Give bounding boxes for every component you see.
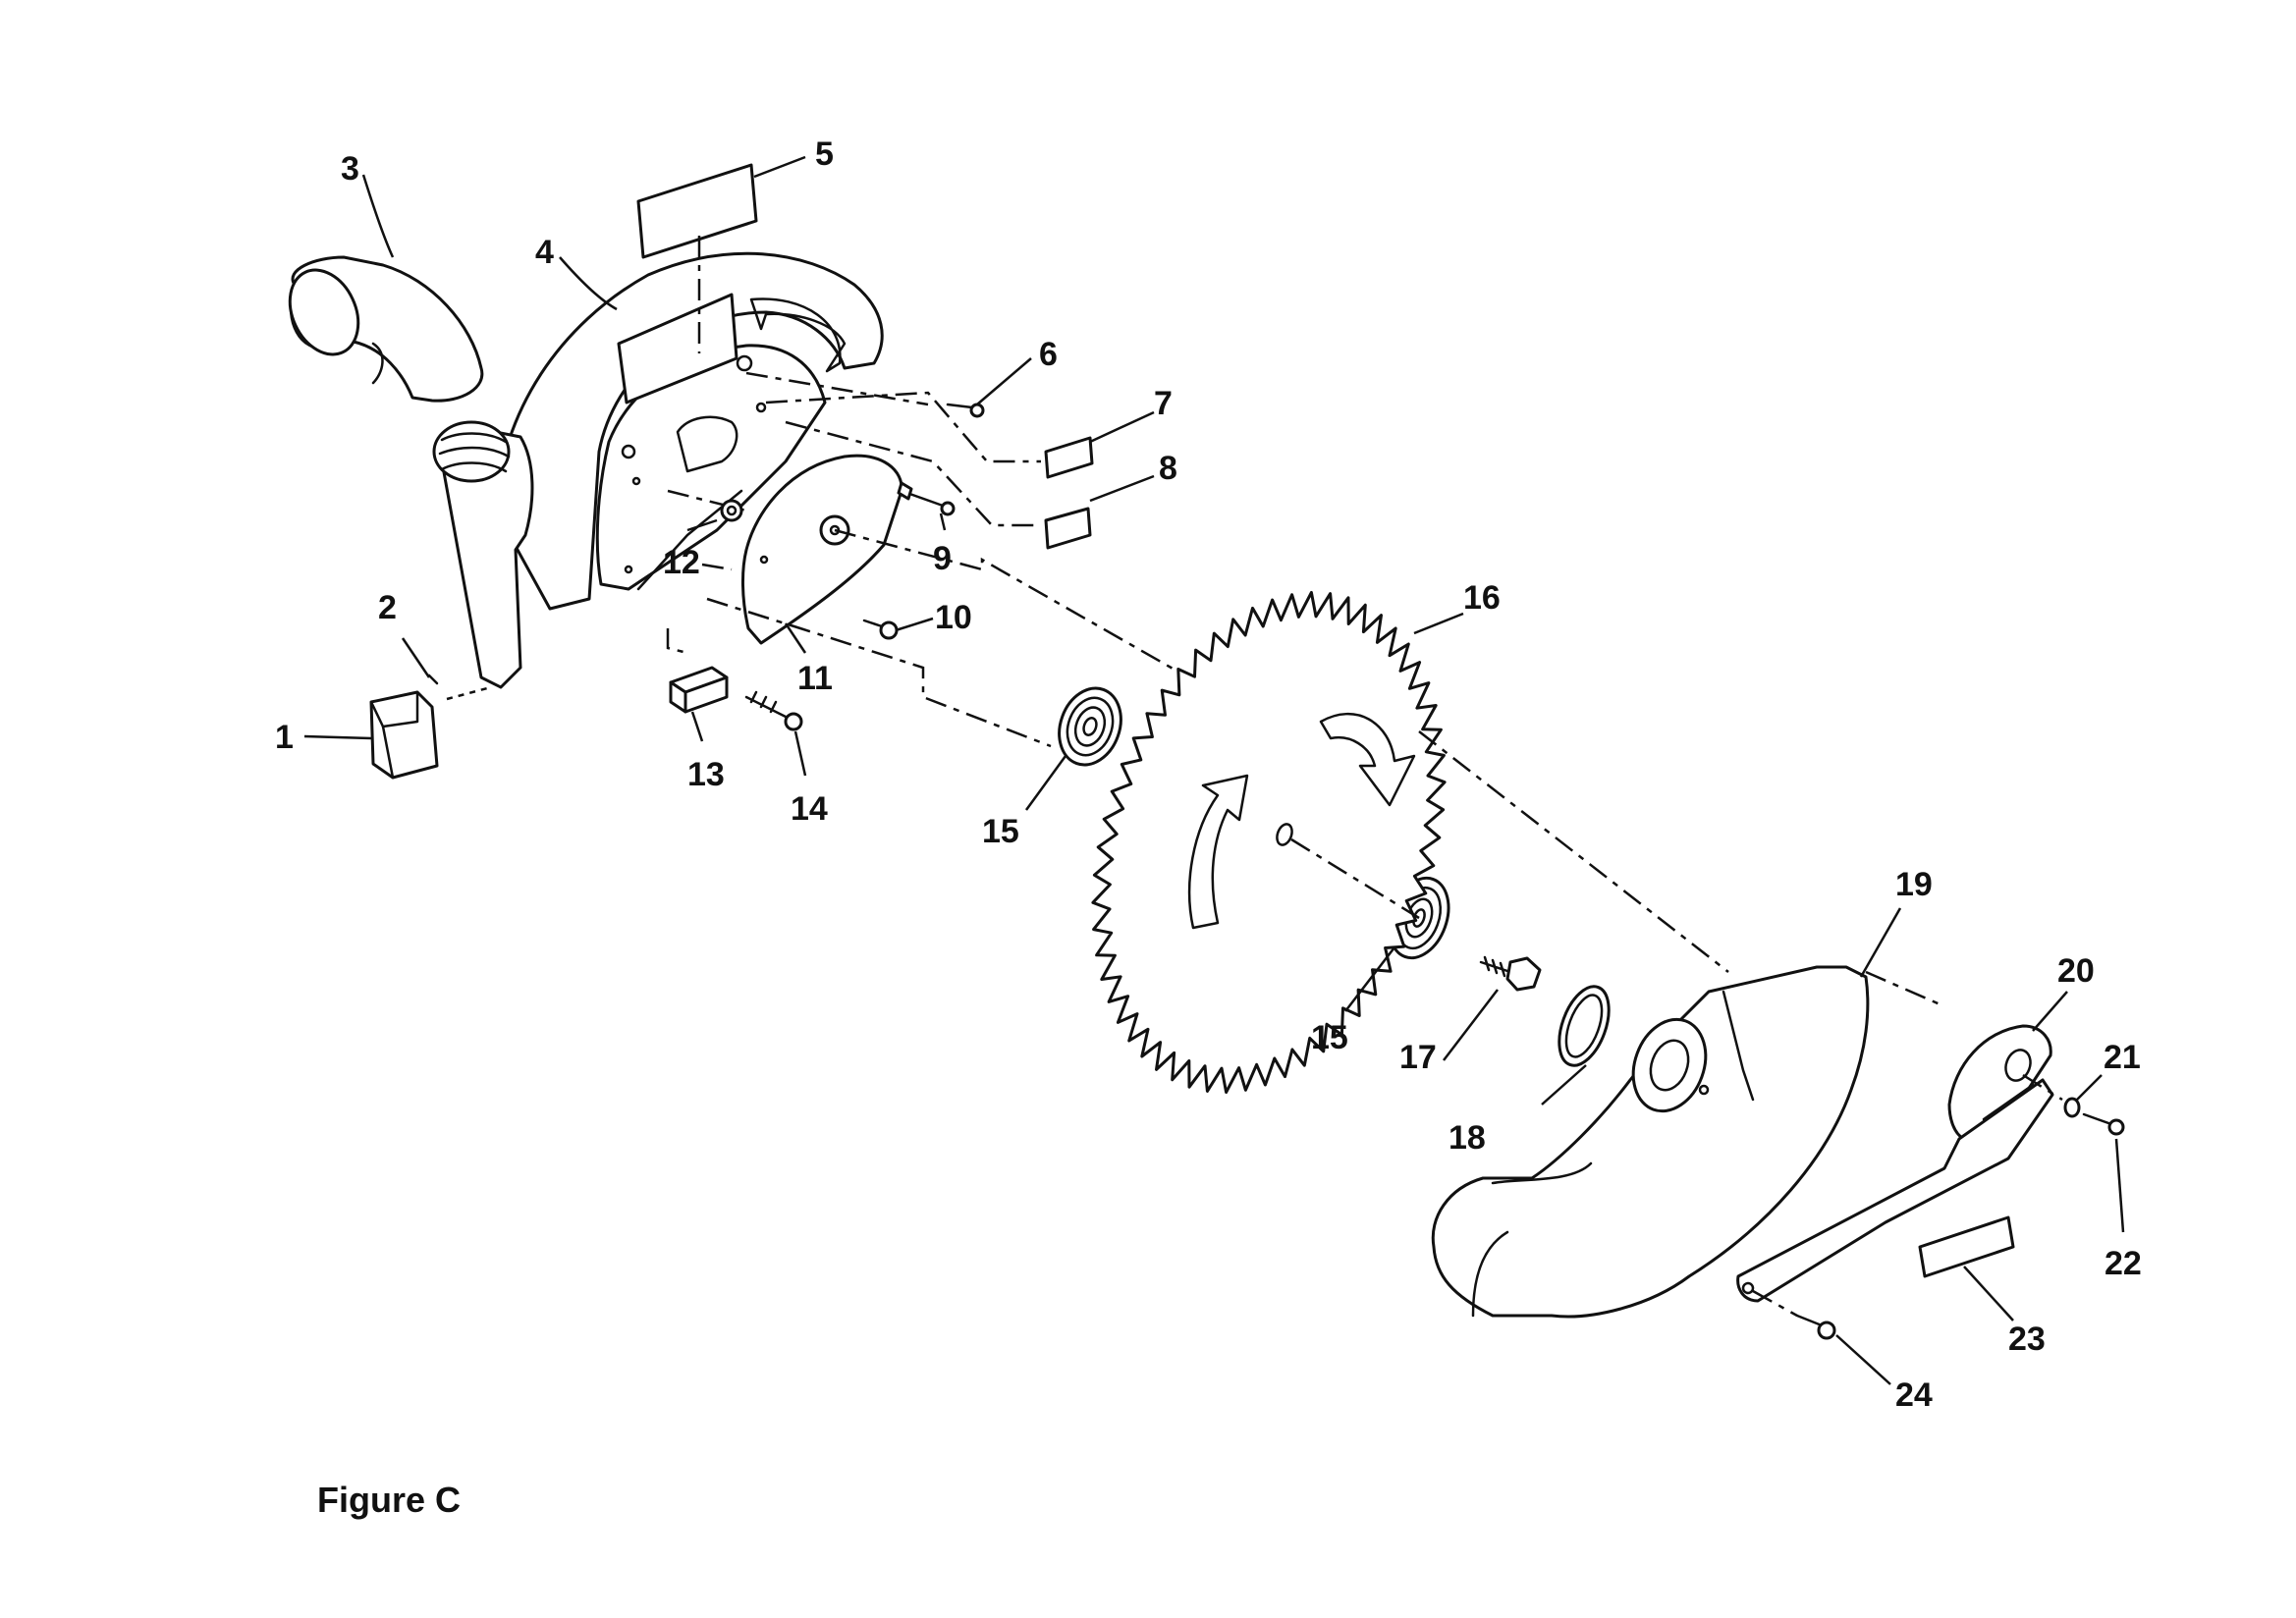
label-icon xyxy=(636,163,758,259)
callout-3: 3 xyxy=(341,150,359,188)
callout-1: 1 xyxy=(275,719,294,756)
callout-8: 8 xyxy=(1159,450,1177,487)
screw-icon xyxy=(744,690,803,731)
callout-7: 7 xyxy=(1154,385,1173,422)
leader-lines xyxy=(303,155,2125,1385)
screw-icon xyxy=(1795,1314,1836,1340)
callout-19: 19 xyxy=(1895,866,1933,903)
callout-12: 12 xyxy=(663,544,700,581)
callout-17: 17 xyxy=(1399,1039,1437,1076)
callout-13: 13 xyxy=(687,756,725,793)
pin-icon xyxy=(427,674,492,701)
screw-icon xyxy=(862,619,899,640)
callout-6: 6 xyxy=(1039,336,1058,373)
callout-9: 9 xyxy=(933,540,952,577)
callout-18: 18 xyxy=(1449,1119,1486,1157)
blade-washer-icon xyxy=(1058,686,1122,767)
callout-22: 22 xyxy=(2105,1245,2142,1282)
blade-bolt-icon xyxy=(1479,955,1542,992)
nut-icon xyxy=(720,499,743,522)
callout-21: 21 xyxy=(2104,1039,2141,1076)
saw-blade-icon xyxy=(1091,591,1447,1094)
label-icon xyxy=(1044,436,1094,479)
screw-icon xyxy=(946,403,985,418)
label-icon xyxy=(1918,1215,2015,1278)
screw-icon xyxy=(2082,1112,2125,1136)
callout-11: 11 xyxy=(797,660,833,697)
lower-blade-guard-icon xyxy=(1431,965,1870,1319)
callout-2: 2 xyxy=(378,589,397,626)
callout-14: 14 xyxy=(791,790,828,828)
callout-20: 20 xyxy=(2057,952,2095,990)
retaining-ring-icon xyxy=(1558,985,1611,1067)
figure-caption: Figure C xyxy=(317,1480,461,1520)
callout-15b: 15 xyxy=(1311,1019,1348,1056)
guard-link-plate-icon xyxy=(1736,1024,2054,1303)
callout-10: 10 xyxy=(935,599,972,636)
screw-icon xyxy=(897,481,956,516)
label-icon xyxy=(1044,507,1092,550)
upper-blade-guard-icon xyxy=(432,251,884,689)
key-block-icon xyxy=(669,666,729,714)
dust-elbow-icon xyxy=(288,255,484,403)
callout-16: 16 xyxy=(1463,579,1501,617)
callout-5: 5 xyxy=(815,135,834,173)
callout-4: 4 xyxy=(535,234,554,271)
callout-15: 15 xyxy=(982,813,1019,850)
callout-23: 23 xyxy=(2008,1321,2046,1358)
callout-24: 24 xyxy=(1895,1376,1933,1414)
blade-cover-plate-icon xyxy=(741,454,903,645)
washer-icon xyxy=(2063,1097,2081,1118)
clamp-block-icon xyxy=(369,690,439,780)
